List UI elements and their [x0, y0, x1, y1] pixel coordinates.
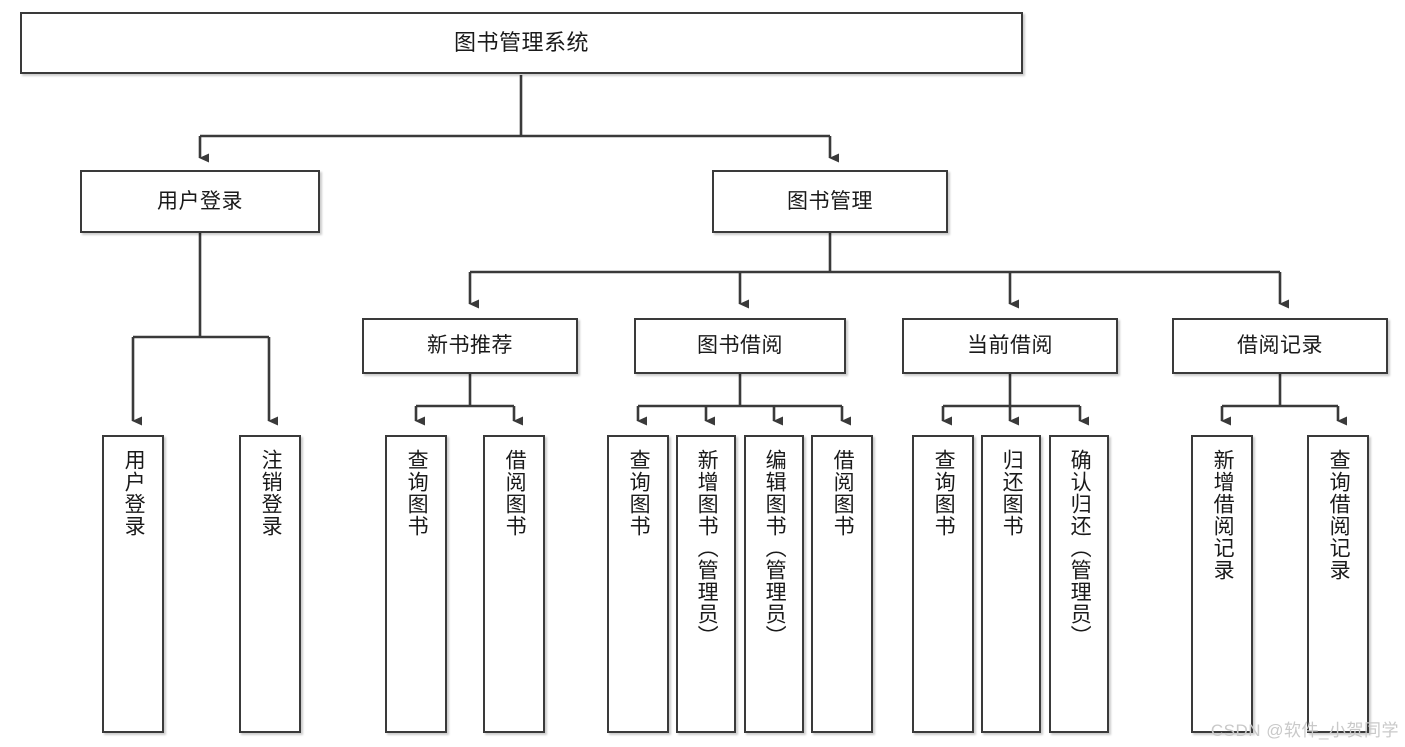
node-root-book-management-system[interactable]: 图书管理系统: [20, 12, 1023, 74]
node-leaf-logout-login[interactable]: 注销登录: [239, 435, 301, 733]
node-leaf-borrow-book-recommendation[interactable]: 借阅图书: [483, 435, 545, 733]
node-book-borrowing[interactable]: 图书借阅: [634, 318, 846, 374]
node-borrowing-record[interactable]: 借阅记录: [1172, 318, 1388, 374]
node-label: 借阅图书: [831, 449, 855, 537]
node-leaf-edit-book-admin[interactable]: 编辑图书（管理员）: [744, 435, 804, 733]
node-label: 查询借阅记录: [1327, 449, 1351, 581]
node-current-borrowing[interactable]: 当前借阅: [902, 318, 1118, 374]
node-label: 借阅图书: [503, 449, 527, 537]
node-book-management[interactable]: 图书管理: [712, 170, 948, 233]
node-label: 查询图书: [627, 449, 651, 537]
csdn-watermark: CSDN @软件_小贺同学: [1210, 721, 1399, 740]
node-new-book-recommendation[interactable]: 新书推荐: [362, 318, 578, 374]
node-label: 编辑图书（管理员）: [763, 449, 787, 647]
node-label: 新增借阅记录: [1211, 449, 1235, 581]
node-label: 当前借阅: [967, 334, 1053, 358]
node-leaf-add-borrowing-record[interactable]: 新增借阅记录: [1191, 435, 1253, 733]
node-leaf-query-book-current[interactable]: 查询图书: [912, 435, 974, 733]
node-label: 图书管理系统: [453, 29, 589, 55]
node-leaf-borrow-book-borrowing[interactable]: 借阅图书: [811, 435, 873, 733]
node-label: 新书推荐: [427, 334, 513, 358]
node-leaf-add-book-admin[interactable]: 新增图书（管理员）: [676, 435, 736, 733]
node-leaf-confirm-return-admin[interactable]: 确认归还（管理员）: [1049, 435, 1109, 733]
node-label: 图书管理: [787, 189, 873, 213]
node-label: 确认归还（管理员）: [1068, 449, 1092, 647]
node-label: 注销登录: [259, 449, 283, 537]
node-label: 查询图书: [932, 449, 956, 537]
node-label: 查询图书: [405, 449, 429, 537]
node-label: 归还图书: [1000, 449, 1024, 537]
node-user-login[interactable]: 用户登录: [80, 170, 320, 233]
node-leaf-query-borrowing-record[interactable]: 查询借阅记录: [1307, 435, 1369, 733]
node-leaf-query-book-borrowing[interactable]: 查询图书: [607, 435, 669, 733]
node-label: 新增图书（管理员）: [695, 449, 719, 647]
node-label: 用户登录: [157, 189, 243, 213]
node-leaf-return-book[interactable]: 归还图书: [981, 435, 1041, 733]
node-label: 借阅记录: [1237, 334, 1323, 358]
node-leaf-user-login[interactable]: 用户登录: [102, 435, 164, 733]
node-label: 图书借阅: [697, 334, 783, 358]
node-leaf-query-book-recommendation[interactable]: 查询图书: [385, 435, 447, 733]
node-label: 用户登录: [122, 449, 146, 537]
